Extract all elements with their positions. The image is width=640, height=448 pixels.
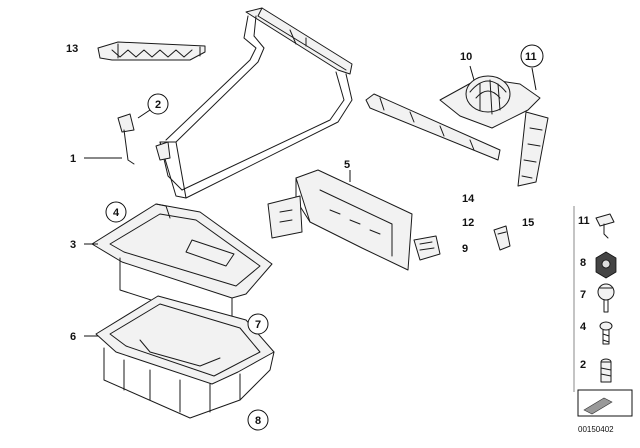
part-6-storage-tub[interactable]	[95, 295, 275, 419]
callout-7-circle	[247, 313, 269, 335]
callout-5: 5	[344, 159, 350, 171]
callout-10: 10	[460, 51, 472, 63]
part-5-module-bracket[interactable]	[267, 169, 413, 271]
callout-4: 4	[113, 207, 120, 219]
callout-12: 12	[462, 217, 474, 229]
part-13-ribbed-strip[interactable]	[97, 41, 206, 61]
hardware-4-screw[interactable]	[599, 321, 613, 345]
hardware-label-8: 8	[580, 257, 586, 269]
hardware-2-stud[interactable]	[600, 358, 612, 383]
hardware-11-bolt[interactable]	[595, 213, 615, 239]
callout-11-circle	[520, 44, 544, 68]
leader-lines	[84, 65, 537, 337]
callout-8: 8	[255, 415, 261, 427]
callout-3: 3	[70, 239, 76, 251]
callout-7: 7	[255, 319, 261, 331]
leader-2	[137, 109, 151, 119]
document-id: 00150402	[578, 425, 614, 434]
callout-2-circle	[147, 93, 169, 115]
callouts: 13 2 1 4 3 6 7 8 5 10 11 14 12 15 9	[66, 43, 544, 431]
hardware-label-4: 4	[580, 321, 587, 333]
callout-9: 9	[462, 243, 468, 255]
leader-11	[531, 67, 537, 91]
hardware-7-screw[interactable]	[597, 283, 615, 313]
document-id-badge: 00150402	[577, 389, 633, 434]
hardware-label-2: 2	[580, 359, 586, 371]
hardware-8-nut[interactable]	[595, 251, 617, 279]
hardware-labels: 11 8 7 4 2	[578, 215, 590, 371]
callout-15: 15	[522, 217, 534, 229]
leader-10	[469, 65, 475, 81]
callout-13: 13	[66, 43, 78, 55]
part-12-clip[interactable]	[493, 225, 511, 251]
hardware-label-7: 7	[580, 289, 586, 301]
part-11-long-rail[interactable]	[365, 93, 549, 187]
hardware-label-11: 11	[578, 215, 590, 227]
callout-14: 14	[462, 193, 475, 205]
part-1-frame-bracket[interactable]	[117, 7, 353, 199]
callout-6: 6	[70, 331, 76, 343]
callout-2: 2	[155, 99, 161, 111]
part-9-connector[interactable]	[413, 235, 441, 261]
callout-1: 1	[70, 153, 76, 165]
part-10-dome-holder[interactable]	[439, 75, 541, 129]
callout-8-circle	[247, 409, 269, 431]
callout-11: 11	[525, 51, 537, 63]
callout-4-circle	[105, 201, 127, 223]
